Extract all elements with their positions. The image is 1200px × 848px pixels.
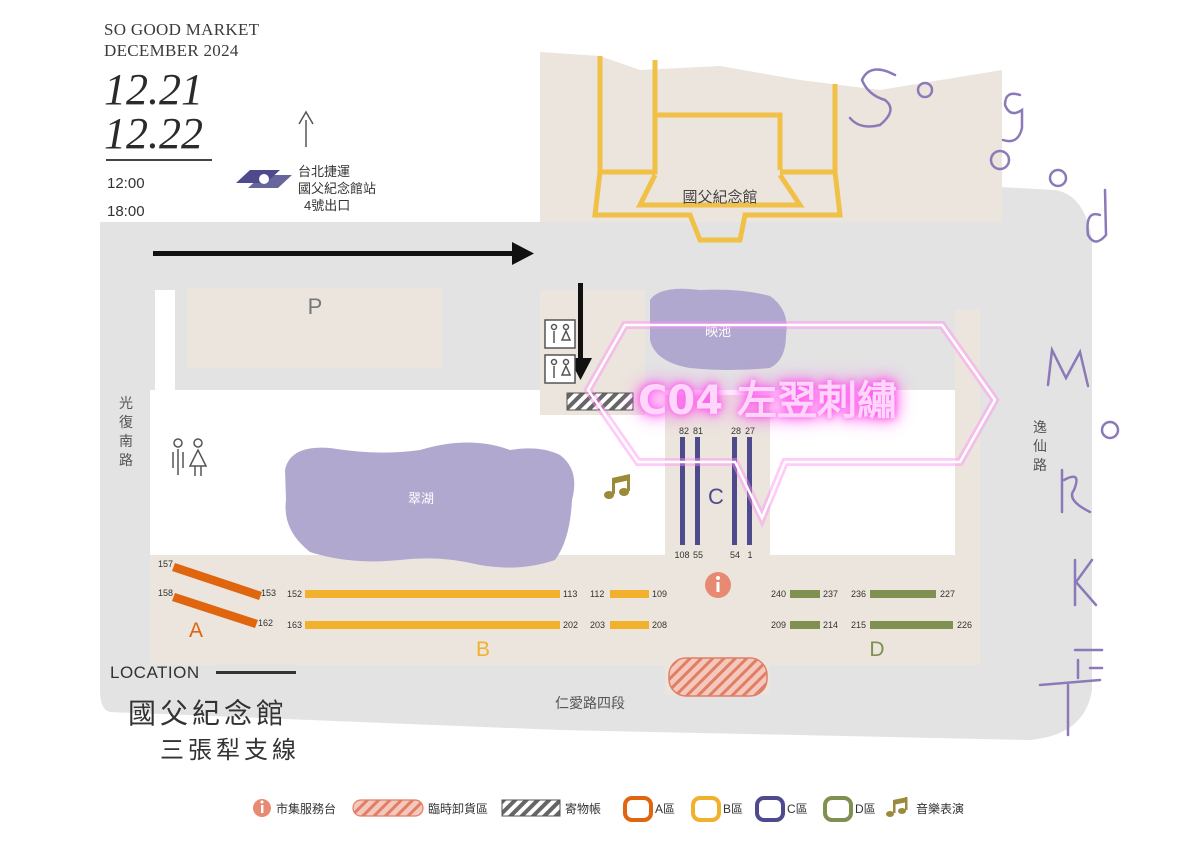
- time-end: 18:00: [107, 203, 145, 220]
- c-stall-1: 1: [747, 550, 752, 560]
- legend-storage: 寄物帳: [565, 802, 602, 816]
- c-stall-82: 82: [679, 426, 689, 436]
- section-b-stalls: [305, 590, 649, 629]
- road-east-char-2: 仙: [1033, 438, 1047, 454]
- time-start: 12:00: [107, 175, 145, 192]
- neon-callout: [583, 321, 1000, 528]
- d-stall-226: 226: [957, 620, 972, 630]
- d-stall-227: 227: [940, 589, 955, 599]
- c-stall-27: 27: [745, 426, 755, 436]
- venue-line-2: 三張犁支線: [160, 736, 300, 764]
- legend-icons: [253, 796, 908, 822]
- c-stall-54: 54: [730, 550, 740, 560]
- section-a-label: A: [189, 619, 203, 642]
- legend-music: 音樂表演: [916, 802, 965, 816]
- mrt-line-2: 國父紀念館站: [298, 181, 377, 196]
- road-east-char-3: 路: [1033, 457, 1047, 473]
- pond-cuihu-label: 翠湖: [408, 491, 434, 506]
- section-b-label: B: [476, 638, 490, 661]
- b-stall-163: 163: [287, 620, 302, 630]
- b-stall-109: 109: [652, 589, 667, 599]
- c-stall-55: 55: [693, 550, 703, 560]
- b-stall-112: 112: [590, 589, 604, 599]
- event-name: SO GOOD MARKET: [104, 20, 260, 39]
- restroom-icon: [172, 319, 576, 476]
- b-stall-208: 208: [652, 620, 667, 630]
- b-stall-152: 152: [287, 589, 302, 599]
- parking-label: P: [308, 294, 323, 319]
- c-stall-81: 81: [693, 426, 703, 436]
- c-stall-108: 108: [674, 550, 689, 560]
- road-west-char-3: 南: [119, 433, 133, 449]
- c-stall-28: 28: [731, 426, 741, 436]
- road-west-char-1: 光: [119, 395, 133, 411]
- section-d-label: D: [869, 638, 884, 661]
- road-south-label: 仁愛路四段: [555, 695, 625, 711]
- d-stall-240: 240: [771, 589, 786, 599]
- legend-info: 市集服務台: [276, 802, 337, 816]
- storage-tent: [566, 392, 634, 411]
- a-stall-153: 153: [261, 588, 276, 598]
- road-west-char-2: 復: [119, 414, 133, 430]
- pond-yingchi: [650, 288, 787, 370]
- legend-area-a: A區: [655, 802, 676, 816]
- event-date-1: 12.21: [104, 65, 203, 114]
- section-d-stalls: [790, 590, 953, 629]
- memorial-hall: [592, 56, 843, 243]
- music-note-icon: [604, 474, 630, 499]
- pond-yingchi-label: 映池: [705, 324, 731, 339]
- a-stall-158: 158: [158, 588, 173, 598]
- b-stall-203: 203: [590, 620, 605, 630]
- legend-area-b: B區: [723, 802, 744, 816]
- section-a-stalls: [172, 563, 262, 628]
- location-line: [216, 671, 296, 674]
- legend-unloading: 臨時卸貨區: [428, 802, 489, 816]
- section-c-label: C: [708, 484, 724, 509]
- location-label: LOCATION: [110, 663, 200, 682]
- legend-area-c: C區: [787, 802, 808, 816]
- road-east-label: 逸 仙 路: [1033, 419, 1047, 473]
- mrt-line-1: 台北捷運: [298, 164, 351, 179]
- road-west-char-4: 路: [119, 452, 133, 468]
- info-desk-icon: [705, 572, 731, 598]
- mrt-line-3: 4號出口: [304, 198, 351, 213]
- d-stall-237: 237: [823, 589, 838, 599]
- event-date-2: 12.22: [104, 109, 203, 158]
- road-west-label: 光 復 南 路: [119, 395, 133, 468]
- pond-cuihu: [285, 442, 575, 568]
- date-underline: [106, 159, 212, 161]
- venue-line-1: 國父紀念館: [128, 697, 289, 730]
- a-stall-157: 157: [158, 559, 173, 569]
- unloading-zone: [668, 657, 768, 697]
- d-stall-236: 236: [851, 589, 866, 599]
- legend-area-d: D區: [855, 802, 876, 816]
- mrt-logo-icon: [236, 170, 292, 188]
- d-stall-209: 209: [771, 620, 786, 630]
- b-stall-202: 202: [563, 620, 578, 630]
- memorial-hall-label: 國父紀念館: [682, 188, 757, 206]
- a-stall-162: 162: [258, 618, 273, 628]
- callout-text: C04 左翌刺繡: [638, 378, 897, 424]
- event-month: DECEMBER 2024: [104, 41, 239, 60]
- handwritten-title-art: [848, 68, 1120, 737]
- d-stall-214: 214: [823, 620, 838, 630]
- up-arrow-icon: [298, 110, 314, 147]
- d-stall-215: 215: [851, 620, 866, 630]
- b-stall-113: 113: [563, 589, 577, 599]
- road-east-char-1: 逸: [1033, 419, 1047, 435]
